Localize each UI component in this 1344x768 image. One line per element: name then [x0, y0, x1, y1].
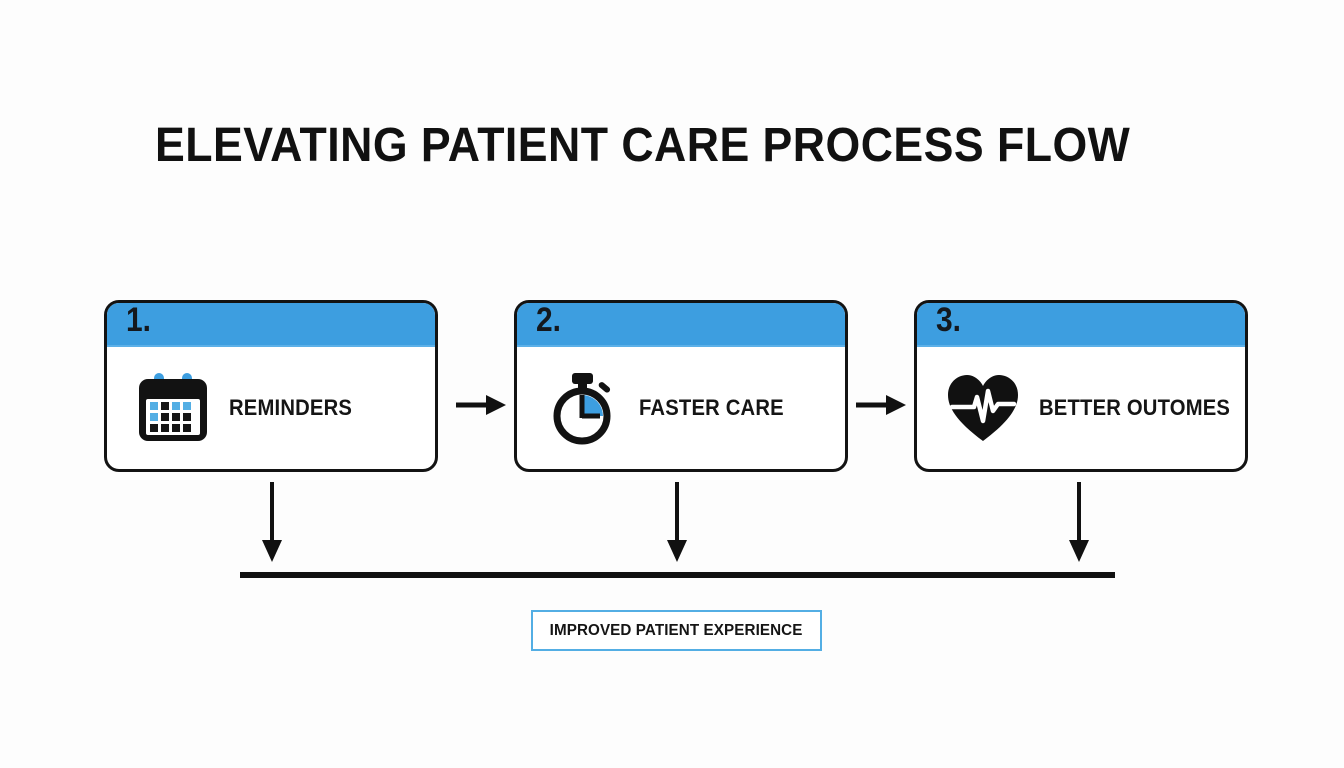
outcome-label: IMPROVED PATIENT EXPERIENCE [550, 621, 803, 639]
stopwatch-icon [533, 371, 633, 445]
arrow-right-icon-1 [456, 395, 506, 415]
step-number-3: 3. [936, 301, 961, 339]
step-number-1: 1. [126, 301, 151, 339]
arrow-down-icon-1 [262, 482, 282, 562]
step-card-3[interactable]: 3. BETTER OUTOMES [914, 300, 1248, 472]
step-card-2-body: FASTER CARE [517, 347, 845, 469]
step-label-2: FASTER CARE [639, 395, 784, 420]
step-label-3: BETTER OUTOMES [1039, 395, 1231, 420]
step-card-1-header: 1. [107, 303, 435, 347]
calendar-icon [123, 373, 223, 443]
step-card-3-body: BETTER OUTOMES [917, 347, 1245, 469]
arrow-right-icon-2 [856, 395, 906, 415]
step-card-2[interactable]: 2. [514, 300, 848, 472]
arrow-down-icon-2 [667, 482, 687, 562]
step-card-3-header: 3. [917, 303, 1245, 347]
step-card-1[interactable]: 1. [104, 300, 438, 472]
outcome-box[interactable]: IMPROVED PATIENT EXPERIENCE [531, 610, 822, 651]
page-title: ELEVATING PATIENT CARE PROCESS FLOW [155, 119, 1131, 172]
step-card-2-header: 2. [517, 303, 845, 347]
step-number-2: 2. [536, 301, 561, 339]
step-label-1: REMINDERS [229, 395, 353, 420]
heartbeat-icon [933, 373, 1033, 443]
arrow-down-icon-3 [1069, 482, 1089, 562]
step-card-1-body: REMINDERS [107, 347, 435, 469]
